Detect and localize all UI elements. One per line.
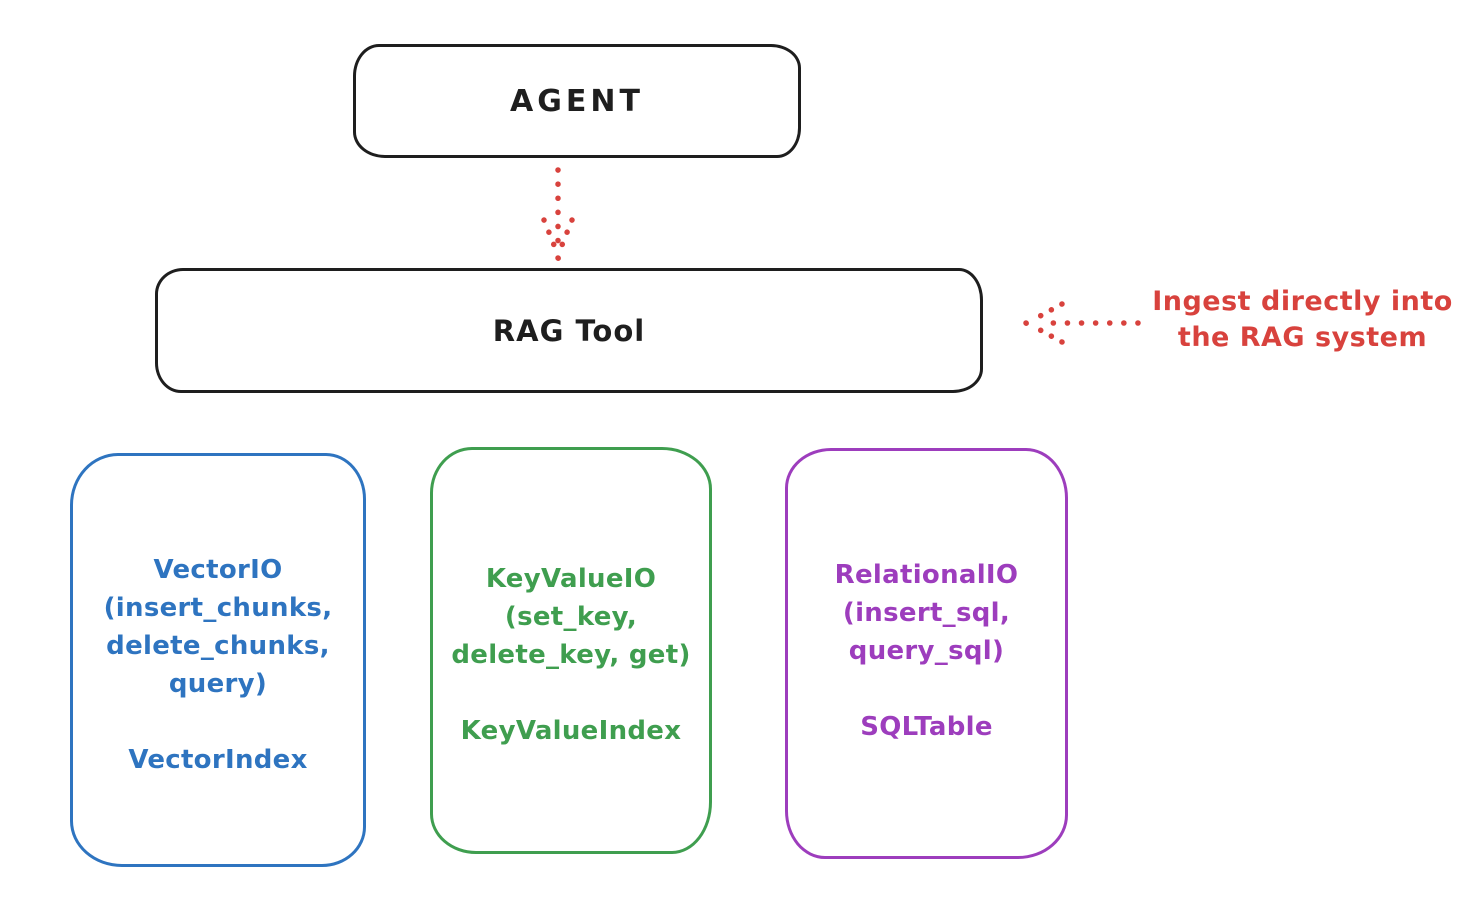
keyvalue-io-method-line: delete_key, get) [451, 640, 691, 670]
agent-to-ragtool-arrow [541, 167, 575, 261]
vector-io-method-line: query) [168, 669, 268, 699]
vector-index-label: VectorIndex [128, 745, 308, 775]
relational-io-title: RelationalIO [834, 560, 1019, 590]
rag-tool-label: RAG Tool [492, 313, 646, 348]
ingest-arrow [1023, 301, 1141, 345]
rag-tool-node: RAG Tool [155, 268, 983, 393]
spacer [451, 674, 690, 712]
keyvalue-index-label: KeyValueIndex [460, 716, 682, 746]
vector-io-method-line: delete_chunks, [106, 631, 330, 661]
relational-io-method-line: (insert_sql, [842, 598, 1011, 628]
ingest-annotation: Ingest directly into the RAG system [1130, 284, 1475, 356]
agent-node: AGENT [353, 44, 801, 158]
keyvalue-io-box: KeyValueIO (set_key, delete_key, get) Ke… [430, 447, 712, 854]
keyvalue-io-title: KeyValueIO [485, 564, 657, 594]
spacer [835, 670, 1019, 708]
relational-io-box: RelationalIO (insert_sql, query_sql) SQL… [785, 448, 1068, 859]
ingest-annotation-line1: Ingest directly into [1152, 286, 1453, 317]
vector-io-title: VectorIO [153, 555, 283, 585]
agent-label: AGENT [510, 83, 644, 119]
sql-table-label: SQLTable [860, 712, 993, 742]
vector-io-box: VectorIO (insert_chunks, delete_chunks, … [70, 453, 366, 867]
keyvalue-io-method-line: (set_key, [504, 602, 638, 632]
vector-io-method-line: (insert_chunks, [103, 593, 333, 623]
relational-io-method-line: query_sql) [848, 636, 1005, 666]
spacer [104, 703, 333, 741]
ingest-annotation-line2: the RAG system [1177, 322, 1428, 353]
